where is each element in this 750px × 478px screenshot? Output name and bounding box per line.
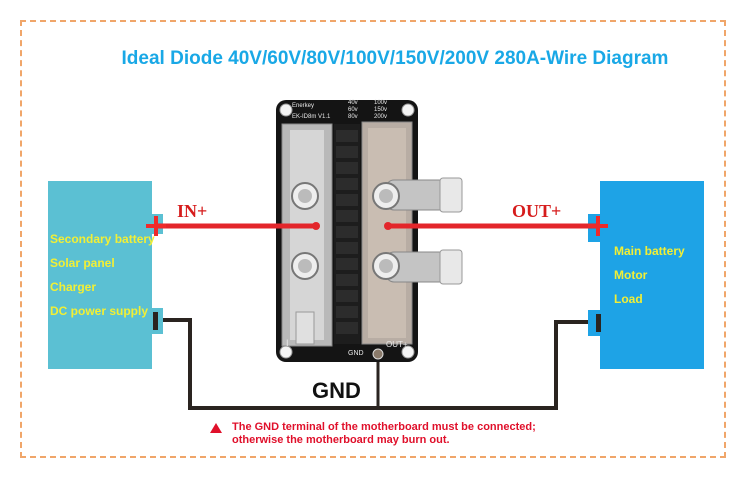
dashed-border-frame: [20, 20, 726, 458]
out-plus-label: OUT+: [512, 201, 562, 221]
source-label-solar-panel: Solar panel: [50, 256, 115, 270]
voltage-option-150v: 150v: [374, 107, 388, 113]
minus-icon: [153, 312, 158, 330]
board-brand: Enerkey: [292, 103, 315, 109]
ground-wire: [160, 318, 596, 410]
source-label-dc-power-supply: DC power supply: [50, 304, 149, 318]
plus-icon: [588, 216, 608, 236]
warning-line-2: otherwise the motherboard may burn out.: [232, 434, 450, 446]
ideal-diode-board: [276, 100, 463, 362]
plus-icon: [146, 216, 166, 236]
minus-icon: [596, 314, 601, 332]
gnd-terminal: [372, 348, 384, 360]
warning-note: The GND terminal of the motherboard must…: [210, 421, 536, 447]
warning-triangle-icon: [210, 423, 222, 433]
gnd-label: GND: [312, 378, 361, 403]
board-model: EK-ID8m V1.1: [292, 114, 331, 120]
board-silk-gnd: GND: [348, 350, 364, 357]
voltage-option-100v: 100v: [374, 100, 388, 106]
load-box: [600, 181, 704, 369]
source-box: [48, 181, 152, 369]
load-label-motor: Motor: [614, 268, 648, 282]
source-label-secondary-battery: Secondary battery: [50, 232, 155, 246]
board-silk-out: OUT+: [386, 340, 408, 349]
in-plus-label: IN+: [177, 201, 208, 221]
diagram-title: Ideal Diode 40V/60V/80V/100V/150V/200V 2…: [121, 48, 669, 69]
voltage-option-40v: 40v: [348, 100, 358, 106]
warning-line-1: The GND terminal of the motherboard must…: [232, 421, 536, 433]
load-label-load: Load: [614, 292, 643, 306]
source-label-charger: Charger: [50, 280, 97, 294]
load-label-main-battery: Main battery: [614, 244, 685, 258]
board-silk-in: I: [286, 338, 289, 348]
voltage-option-60v: 60v: [348, 107, 358, 113]
voltage-option-200v: 200v: [374, 114, 388, 120]
voltage-option-80v: 80v: [348, 114, 358, 120]
